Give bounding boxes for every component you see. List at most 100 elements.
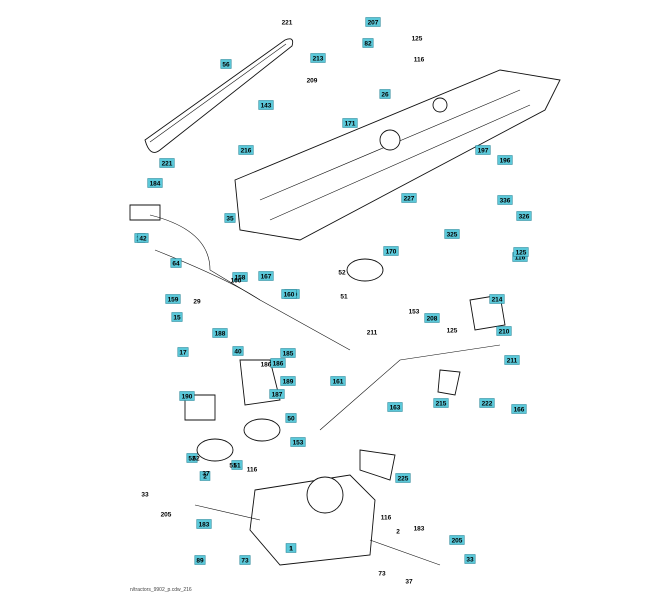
callout-label-plain: 186 — [261, 361, 272, 368]
callout-label-plain: 51 — [229, 462, 237, 469]
callout-label: 143 — [261, 102, 272, 109]
callout-box — [497, 195, 513, 205]
callout-label: 211 — [507, 357, 518, 364]
callout-label: 163 — [390, 404, 401, 411]
callout-box — [224, 213, 236, 223]
callout-label-plain: 211 — [367, 329, 378, 336]
callout-label: 166 — [514, 406, 525, 413]
callout-label: 158 — [235, 274, 246, 281]
axles — [194, 504, 441, 566]
callout-label: 210 — [499, 328, 510, 335]
frame-rail-2 — [269, 104, 531, 221]
callout-label: 2 — [203, 473, 207, 480]
callout-box — [395, 473, 411, 483]
callout-label: 33 — [466, 556, 474, 563]
callout-box — [433, 398, 449, 408]
callout-label-plain: 51 — [340, 293, 348, 300]
callout-label: 216 — [241, 147, 252, 154]
callout-label: 197 — [478, 147, 489, 154]
callout-box — [387, 402, 403, 412]
callout-box — [379, 89, 391, 99]
callout-label: 15 — [173, 314, 181, 321]
callout-label-plain: 33 — [141, 491, 149, 498]
cooling-fan — [306, 476, 344, 514]
callout-label: 125 — [516, 249, 527, 256]
pedal-215 — [437, 369, 461, 396]
frame-hole — [379, 129, 401, 151]
callout-label: 207 — [368, 19, 379, 26]
callout-label-plain: 209 — [307, 77, 318, 84]
callout-label-plain: 52 — [192, 455, 200, 462]
callout-box — [330, 376, 346, 386]
frame-hole-2 — [432, 97, 448, 113]
transaxle — [249, 474, 376, 566]
callout-box — [177, 347, 189, 357]
callout-label-plain: 1 — [289, 545, 293, 552]
callout-labels: 5621320726821217114321622118435426416716… — [134, 17, 532, 585]
callout-box — [511, 404, 527, 414]
callout-box — [137, 233, 149, 243]
callout-label: 51 — [233, 462, 241, 469]
callout-box — [258, 271, 274, 281]
callout-label: 185 — [283, 350, 294, 357]
callout-box — [444, 229, 460, 239]
bracket-190 — [184, 394, 216, 421]
callout-label-plain: 116 — [414, 56, 425, 63]
callout-label: 52 — [188, 455, 196, 462]
callout-box — [170, 258, 182, 268]
callout-label: 153 — [293, 439, 304, 446]
callout-label: 161 — [333, 378, 344, 385]
callout-label: 73 — [241, 557, 249, 564]
callout-box — [269, 389, 285, 399]
callout-box — [504, 355, 520, 365]
callout-label: 214 — [492, 296, 503, 303]
callout-box — [479, 398, 495, 408]
callout-label-plain: 221 — [282, 19, 293, 26]
callout-label-plain: 125 — [447, 327, 458, 334]
callout-box — [401, 193, 417, 203]
callout-label: 205 — [452, 537, 463, 544]
callout-box — [147, 178, 163, 188]
pulley-left — [196, 438, 234, 462]
callout-label-plain: 52 — [338, 269, 346, 276]
callout-label-plain: 205 — [161, 511, 172, 518]
callout-box — [186, 453, 198, 463]
main-frame — [234, 69, 561, 241]
callout-label-plain: 116 — [381, 514, 392, 521]
callout-box — [342, 118, 358, 128]
callout-label: 82 — [364, 40, 372, 47]
callout-label: 89 — [196, 557, 204, 564]
callout-label: 56 — [222, 61, 230, 68]
callout-box — [171, 312, 183, 322]
callout-label: 189 — [283, 378, 294, 385]
callout-label-plain: 37 — [405, 578, 413, 585]
callout-box — [165, 294, 181, 304]
callout-box — [516, 211, 532, 221]
callout-box — [362, 38, 374, 48]
belt-inner-edge — [149, 43, 287, 143]
callout-label: 160 — [284, 291, 295, 298]
drive-belt — [144, 38, 294, 153]
callout-label: 325 — [447, 231, 458, 238]
callout-label: 183 — [199, 521, 210, 528]
callout-box — [513, 247, 529, 257]
callout-label: 1 — [289, 545, 293, 552]
callout-box — [424, 313, 440, 323]
callout-label: 221 — [162, 160, 173, 167]
callout-box — [159, 158, 175, 168]
callout-label-plain: 160 — [231, 277, 242, 284]
callout-box — [489, 294, 505, 304]
callout-label: 196 — [500, 157, 511, 164]
callout-box — [199, 471, 211, 481]
callout-label-plain: 183 — [414, 525, 425, 532]
callout-label: 171 — [345, 120, 356, 127]
callout-box — [270, 358, 286, 368]
callout-label: 215 — [436, 400, 447, 407]
callout-label: 213 — [313, 55, 324, 62]
callout-label: 222 — [482, 400, 493, 407]
callout-label: 35 — [226, 215, 234, 222]
shift-rod — [149, 214, 351, 351]
callout-box — [232, 346, 244, 356]
